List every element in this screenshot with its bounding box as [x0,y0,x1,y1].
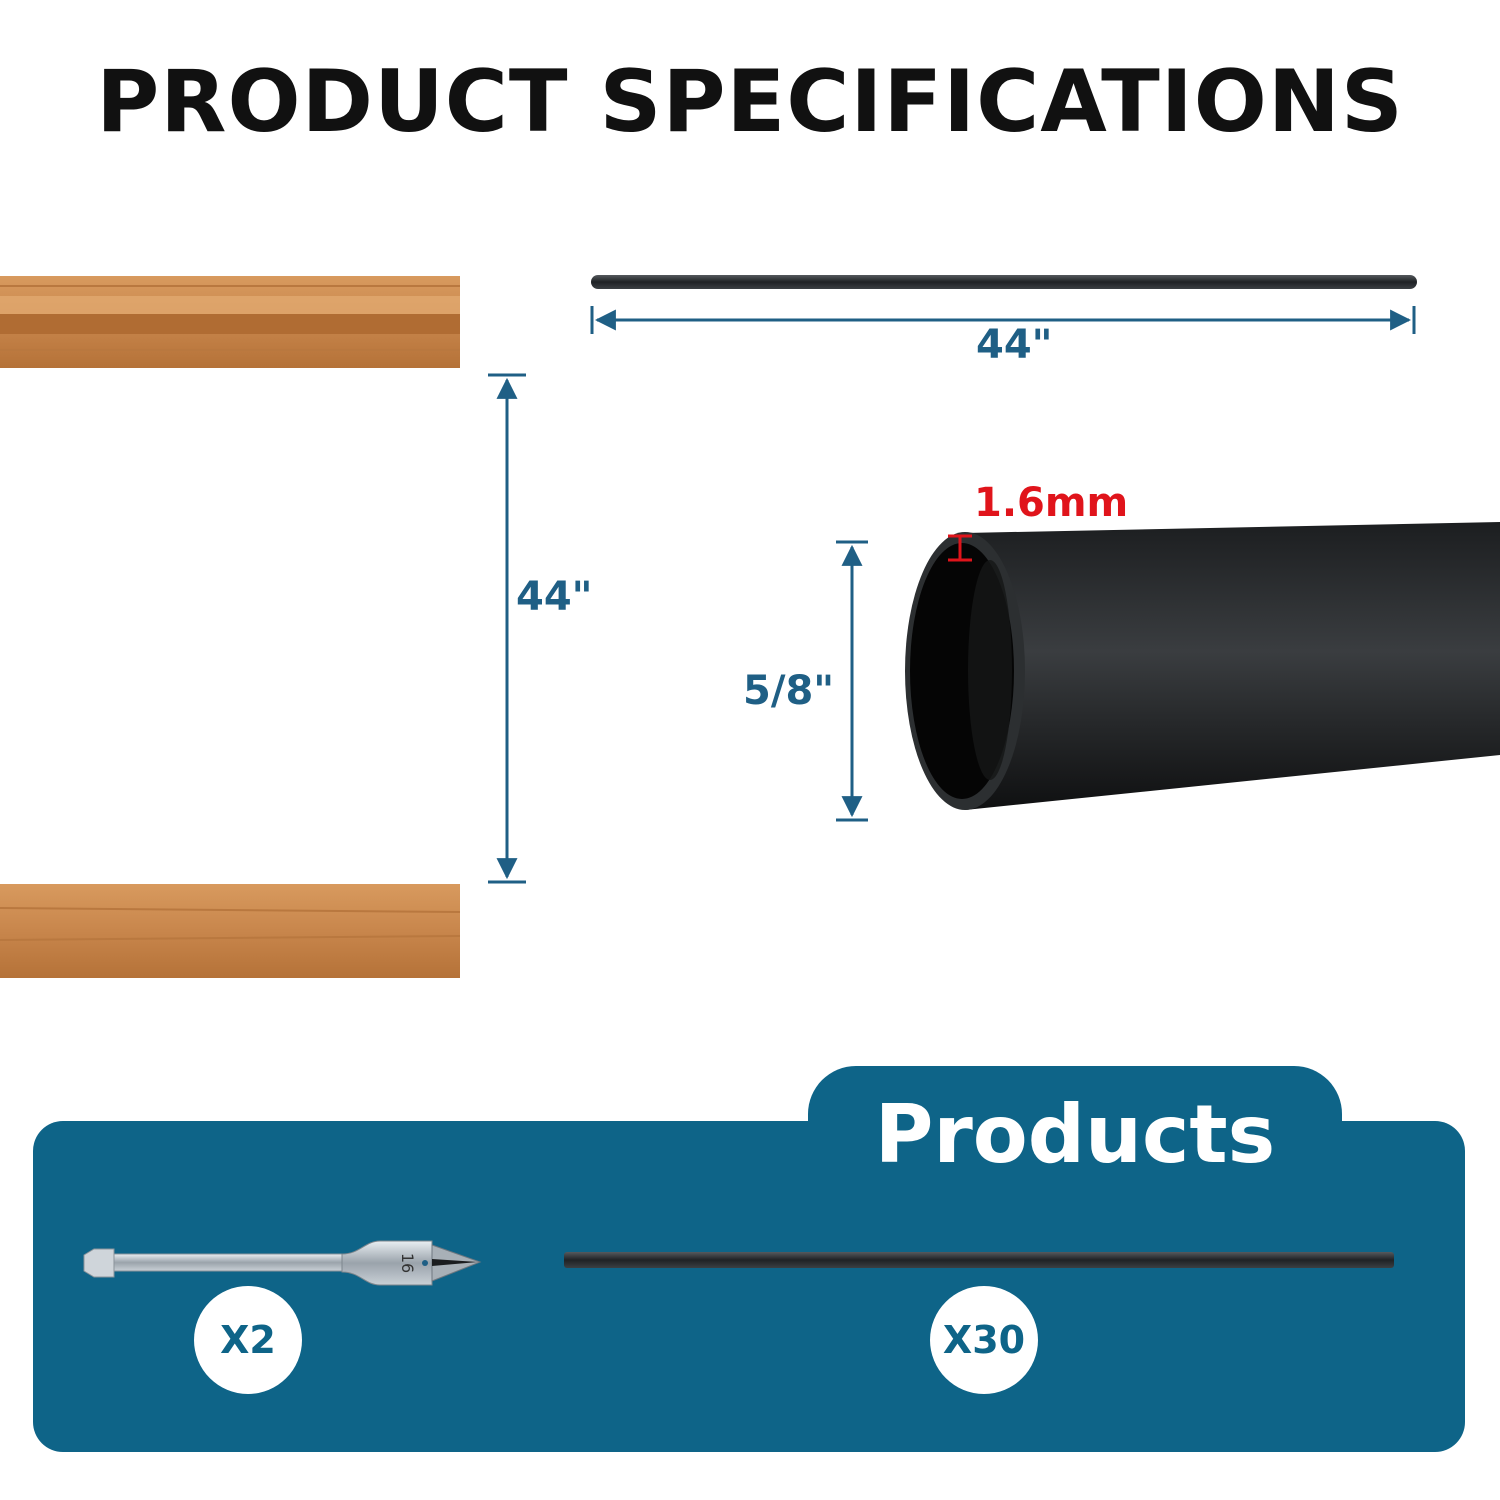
rod-length-dimension [590,306,1416,334]
tube-closeup-illustration [905,522,1500,810]
drill-bit-quantity: X2 [220,1318,276,1362]
products-heading: Products [874,1088,1276,1181]
rod-quantity: X30 [942,1318,1026,1362]
drill-bit-quantity-badge: X2 [194,1286,302,1394]
wall-thickness-marker [948,534,972,562]
railing-illustration [0,276,461,978]
railing-height-label: 44" [516,574,593,620]
railing-height-dimension [488,373,526,884]
page-title: PRODUCT SPECIFICATIONS [96,52,1404,152]
spade-drill-bit-icon: 16 [83,1240,482,1286]
wall-thickness-label: 1.6mm [974,480,1129,526]
products-panel [33,1121,1465,1452]
diameter-label: 5/8" [743,668,835,714]
rod-length-label: 44" [976,322,1053,368]
rod-illustration [591,275,1417,289]
rod-quantity-badge: X30 [930,1286,1038,1394]
metal-rod-icon [564,1252,1394,1268]
diameter-dimension [836,540,868,822]
bit-size-marking: 16 [398,1253,417,1273]
